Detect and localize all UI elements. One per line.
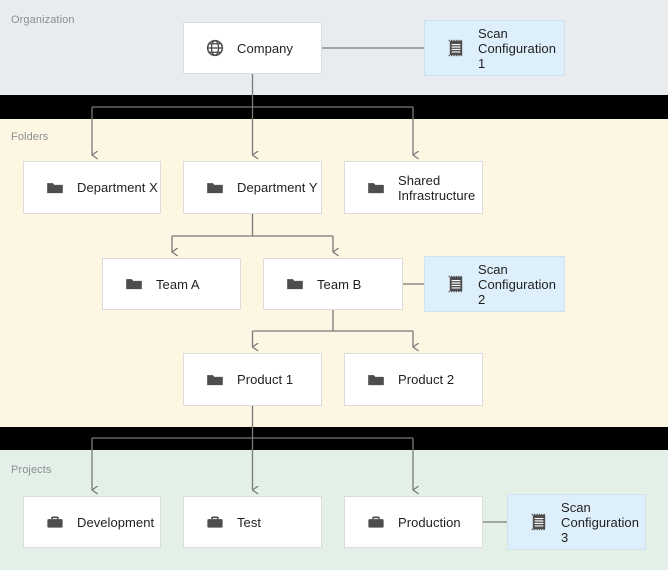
node-team-b[interactable]: Team B	[263, 258, 403, 310]
node-shared-infrastructure[interactable]: Shared Infrastructure	[344, 161, 483, 214]
node-department-x[interactable]: Department X	[23, 161, 161, 214]
band-label-organization: Organization	[11, 14, 75, 26]
node-label: Department Y	[237, 180, 318, 195]
node-team-a[interactable]: Team A	[102, 258, 241, 310]
folder-icon	[204, 177, 226, 199]
node-test[interactable]: Test	[183, 496, 322, 548]
scan-config-icon	[528, 511, 550, 533]
globe-icon	[204, 37, 226, 59]
node-label: Department X	[77, 180, 158, 195]
band-label-projects: Projects	[11, 464, 52, 476]
node-department-y[interactable]: Department Y	[183, 161, 322, 214]
band-label-folders: Folders	[11, 131, 49, 143]
node-label: Scan Configuration 3	[561, 499, 639, 545]
folder-icon	[204, 369, 226, 391]
node-scan-configuration-1[interactable]: Scan Configuration 1	[424, 20, 565, 76]
folder-icon	[123, 273, 145, 295]
briefcase-icon	[365, 511, 387, 533]
node-scan-configuration-2[interactable]: Scan Configuration 2	[424, 256, 565, 312]
node-label: Product 2	[398, 372, 455, 387]
node-label: Company	[237, 40, 293, 56]
scan-config-icon	[445, 37, 467, 59]
node-label: Production	[398, 514, 461, 530]
folder-icon	[284, 273, 306, 295]
briefcase-icon	[204, 511, 226, 533]
node-development[interactable]: Development	[23, 496, 161, 548]
folder-icon	[44, 177, 66, 199]
node-label: Development	[77, 514, 155, 530]
folder-icon	[365, 177, 387, 199]
node-production[interactable]: Production	[344, 496, 483, 548]
node-label: Team A	[156, 276, 200, 292]
node-product-2[interactable]: Product 2	[344, 353, 483, 406]
folder-icon	[365, 369, 387, 391]
node-label: Scan Configuration 2	[478, 261, 556, 307]
briefcase-icon	[44, 511, 66, 533]
node-product-1[interactable]: Product 1	[183, 353, 322, 406]
node-scan-configuration-3[interactable]: Scan Configuration 3	[507, 494, 646, 550]
node-label: Test	[237, 514, 262, 530]
node-company[interactable]: Company	[183, 22, 322, 74]
node-label: Product 1	[237, 372, 294, 387]
scan-config-icon	[445, 273, 467, 295]
band-organization: Organization	[0, 0, 668, 95]
node-label: Shared Infrastructure	[398, 172, 476, 203]
node-label: Team B	[317, 276, 362, 292]
node-label: Scan Configuration 1	[478, 25, 556, 71]
